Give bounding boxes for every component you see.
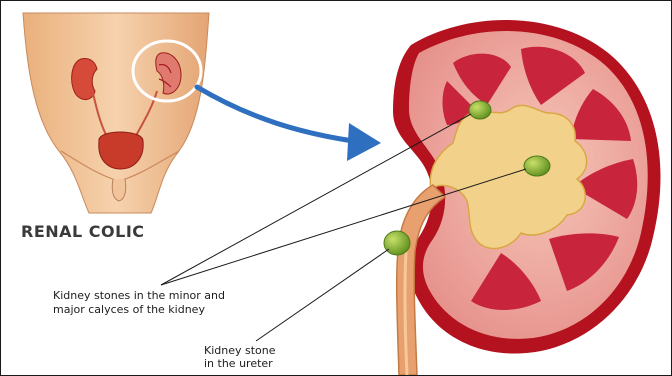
calyces-stones-label: Kidney stones in the minor and major cal… [53,289,313,317]
kidney-cross-section [393,20,660,375]
kidney-stone-upper-calyx [469,101,491,119]
ureter-stone-label: Kidney stone in the ureter [204,344,344,370]
kidney-stone-lower-calyx [524,156,550,176]
calyces-stones-label-line2: major calyces of the kidney [53,303,313,317]
pointer-arrow [197,87,381,161]
calyces-stones-label-line1: Kidney stones in the minor and [53,289,313,303]
ureter-stone-label-line1: Kidney stone [204,344,344,357]
kidney-stone-ureter [384,231,410,255]
ureter-stone-label-line2: in the ureter [204,357,344,370]
renal-colic-title: RENAL COLIC [21,222,145,241]
